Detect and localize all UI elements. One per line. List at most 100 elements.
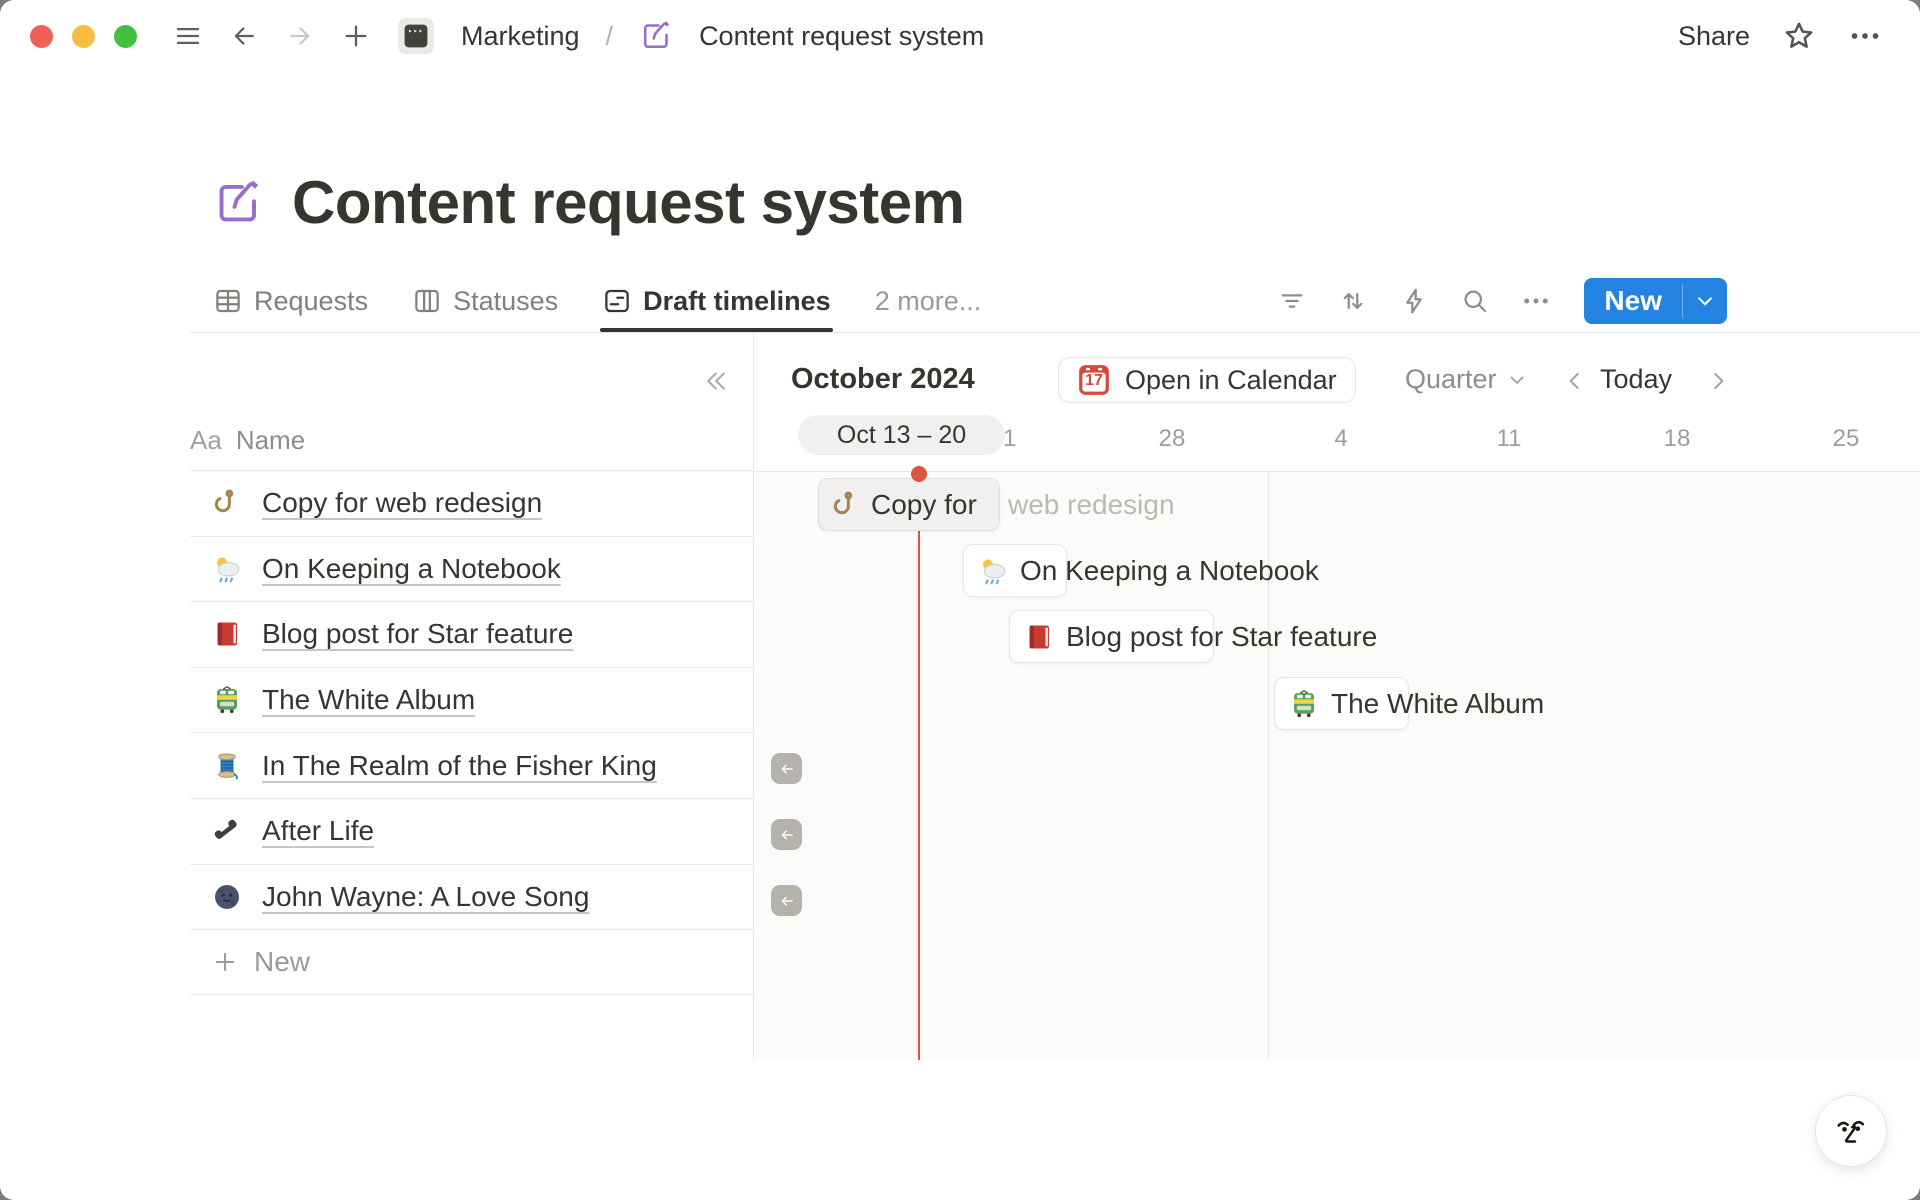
bar-label: On Keeping a Notebook xyxy=(1020,554,1319,586)
timeline-panel: October 2024 17 Open in Calendar Quarter… xyxy=(753,332,1920,1060)
titlebar: Marketing / Content request system Share xyxy=(0,0,1920,72)
notion-ai-button[interactable] xyxy=(1815,1095,1887,1167)
titlebar-actions: Share xyxy=(1678,19,1882,53)
timeline-view-icon xyxy=(602,286,632,316)
left-arrow-icon xyxy=(777,891,797,911)
table-row[interactable]: In The Realm of the Fisher King xyxy=(190,732,753,798)
workspace-icon[interactable] xyxy=(397,17,435,55)
back-arrow-icon[interactable] xyxy=(229,21,259,51)
page-title-memo-icon[interactable] xyxy=(212,177,264,229)
view-toolbar: New xyxy=(1277,270,1727,332)
row-title-link[interactable]: John Wayne: A Love Song xyxy=(262,880,590,912)
new-button-label[interactable]: New xyxy=(1604,285,1662,316)
plus-icon xyxy=(212,949,238,975)
new-button[interactable]: New xyxy=(1584,278,1727,324)
scroll-to-bar-left-button[interactable] xyxy=(771,885,802,916)
tab-requests[interactable]: Requests xyxy=(213,270,368,332)
thread-emoji xyxy=(212,751,242,781)
scroll-to-bar-left-button[interactable] xyxy=(771,819,802,850)
breadcrumb: Marketing / Content request system xyxy=(173,17,984,55)
sort-icon[interactable] xyxy=(1338,286,1368,316)
row-title-link[interactable]: The White Album xyxy=(262,684,476,716)
table-row[interactable]: John Wayne: A Love Song xyxy=(190,863,753,930)
sun-rain-cloud-emoji xyxy=(978,556,1008,586)
tab-label: Statuses xyxy=(453,285,559,316)
more-icon[interactable] xyxy=(1521,286,1551,316)
new-page-icon[interactable] xyxy=(341,21,371,51)
timeline-zoom-select[interactable]: Quarter xyxy=(1405,364,1529,395)
more-options-icon[interactable] xyxy=(1848,19,1882,53)
timeline-prev-icon[interactable] xyxy=(1562,368,1588,394)
timeline-next-icon[interactable] xyxy=(1705,368,1731,394)
bar-label: Blog post for Star feature xyxy=(1066,620,1378,652)
row-title-link[interactable]: In The Realm of the Fisher King xyxy=(262,749,657,781)
selected-week-range-label: Oct 13 – 20 xyxy=(836,420,967,449)
table-header: Aa Name xyxy=(190,332,753,470)
breadcrumb-page[interactable]: Content request system xyxy=(699,20,985,51)
hamburger-icon[interactable] xyxy=(173,21,203,51)
bar-overflow-label: web redesign xyxy=(1008,488,1175,520)
timeline-bar-copy-for-web-redesign[interactable]: Copy for xyxy=(818,478,1000,531)
chevron-down-icon xyxy=(1505,368,1529,392)
selected-week-range-pill[interactable]: Oct 13 – 20 xyxy=(798,415,1005,455)
row-title-link[interactable]: On Keeping a Notebook xyxy=(262,552,561,584)
table-row[interactable]: On Keeping a Notebook xyxy=(190,535,753,602)
timeline-bar-blog-post-for-star-feature[interactable]: Blog post for Star feature xyxy=(1009,610,1377,663)
share-button[interactable]: Share xyxy=(1677,20,1750,51)
week-tick: 18 xyxy=(1663,425,1691,452)
week-tick: 28 xyxy=(1158,425,1186,452)
page-memo-icon[interactable] xyxy=(639,19,673,53)
table-row[interactable]: The White Album xyxy=(190,666,753,733)
ai-face-icon xyxy=(1831,1111,1871,1151)
page-header: Content request system xyxy=(212,168,965,237)
bolt-icon[interactable] xyxy=(1399,286,1429,316)
forward-arrow-icon[interactable] xyxy=(285,21,315,51)
timeline-bar-on-keeping-a-notebook[interactable]: On Keeping a Notebook xyxy=(963,544,1319,597)
sun-rain-cloud-emoji xyxy=(212,554,242,584)
minimize-window-button[interactable] xyxy=(72,24,95,48)
calendar-icon: 17 xyxy=(1077,363,1111,397)
table-row[interactable]: Copy for web redesign xyxy=(190,470,753,536)
tab-more-views[interactable]: 2 more... xyxy=(875,270,982,332)
tab-draft-timelines[interactable]: Draft timelines xyxy=(600,270,833,332)
search-icon[interactable] xyxy=(1460,286,1490,316)
tab-statuses[interactable]: Statuses xyxy=(412,270,558,332)
new-row-button[interactable]: New xyxy=(190,929,753,995)
red-book-emoji xyxy=(212,619,242,649)
traffic-lights xyxy=(30,24,137,48)
left-arrow-icon xyxy=(777,825,797,845)
moon-face-emoji xyxy=(212,882,242,912)
breadcrumb-workspace[interactable]: Marketing xyxy=(461,20,580,51)
collapse-panel-icon[interactable] xyxy=(701,366,731,396)
open-in-calendar-button[interactable]: 17 Open in Calendar xyxy=(1058,357,1356,403)
board-view-icon xyxy=(412,286,442,316)
chevron-down-icon xyxy=(1692,288,1718,314)
scroll-to-bar-left-button[interactable] xyxy=(771,753,802,784)
close-window-button[interactable] xyxy=(30,24,53,48)
table-row[interactable]: Blog post for Star feature xyxy=(190,601,753,667)
new-button-dropdown[interactable] xyxy=(1683,278,1727,324)
row-title-link[interactable]: Blog post for Star feature xyxy=(262,618,574,650)
row-title-link[interactable]: After Life xyxy=(262,815,375,847)
new-row-label: New xyxy=(254,945,311,977)
bar-label: The White Album xyxy=(1331,687,1545,719)
favorite-star-icon[interactable] xyxy=(1782,19,1816,53)
zoom-window-button[interactable] xyxy=(114,24,137,48)
view-tabs: Requests Statuses Draft timelines 2 more… xyxy=(213,270,981,332)
bar-label: Copy for xyxy=(871,488,977,520)
name-column-label: Name xyxy=(235,425,306,455)
timeline-grid: Copy for web redesign On Keeping a Noteb… xyxy=(754,466,1920,1060)
filter-icon[interactable] xyxy=(1277,286,1307,316)
page-title[interactable]: Content request system xyxy=(292,169,965,236)
row-title-link[interactable]: Copy for web redesign xyxy=(262,487,543,519)
timeline-bar-the-white-album[interactable]: The White Album xyxy=(1274,677,1544,730)
table-row[interactable]: After Life xyxy=(190,797,753,864)
name-column-header[interactable]: Aa Name xyxy=(190,425,305,456)
calendar-frame-icon xyxy=(1077,363,1111,397)
open-in-calendar-label: Open in Calendar xyxy=(1125,364,1337,395)
new-button-divider xyxy=(1682,284,1683,318)
breadcrumb-separator: / xyxy=(605,20,614,51)
hook-emoji xyxy=(831,490,861,520)
today-button[interactable]: Today xyxy=(1600,364,1673,394)
